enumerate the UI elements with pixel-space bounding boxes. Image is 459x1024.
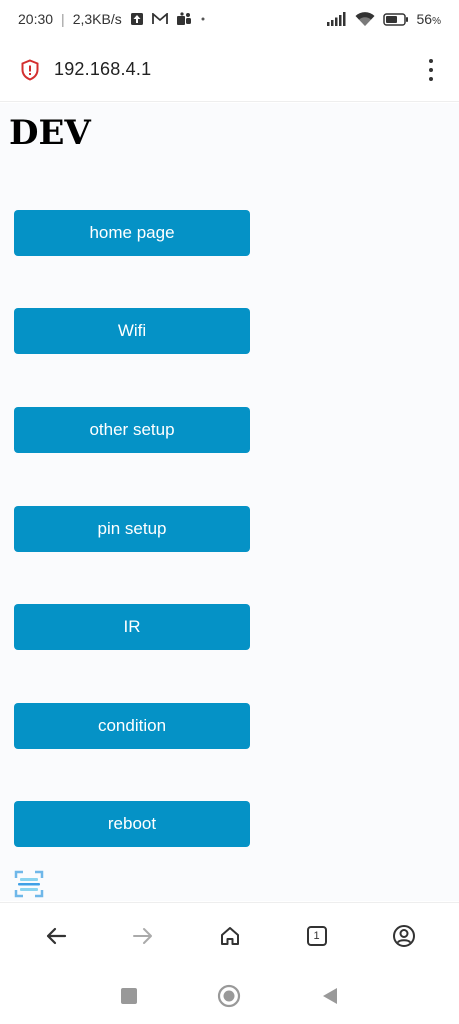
recent-apps-icon[interactable]: [120, 987, 138, 1005]
forward-button[interactable]: [121, 914, 165, 958]
scan-icon[interactable]: [14, 869, 44, 899]
home-page-button[interactable]: home page: [14, 210, 250, 256]
wifi-icon: [355, 11, 375, 27]
account-icon: [392, 924, 416, 948]
status-bar: 20:30 | 2,3KB/s 56%: [0, 0, 459, 38]
signal-icon: [326, 12, 347, 26]
home-icon: [219, 925, 241, 947]
status-right: 56%: [326, 11, 441, 27]
browser-toolbar: 1: [0, 902, 459, 968]
page-title: DEV: [9, 113, 91, 153]
tabs-button[interactable]: 1: [295, 914, 339, 958]
upload-icon: [130, 12, 144, 26]
ir-button[interactable]: IR: [14, 604, 250, 650]
battery-level: 56%: [416, 11, 441, 27]
wifi-button[interactable]: Wifi: [14, 308, 250, 354]
back-triangle-icon[interactable]: [321, 986, 339, 1006]
status-time: 20:30: [18, 11, 54, 27]
account-button[interactable]: [382, 914, 426, 958]
notification-dot-icon: [200, 16, 206, 22]
battery-icon: [382, 12, 409, 26]
arrow-left-icon: [45, 927, 67, 945]
other-setup-button[interactable]: other setup: [14, 407, 250, 453]
url-text[interactable]: 192.168.4.1: [54, 59, 152, 79]
condition-button[interactable]: condition: [14, 703, 250, 749]
tabs-icon: 1: [306, 925, 327, 946]
arrow-right-icon: [132, 927, 154, 945]
url-bar: 192.168.4.1: [0, 38, 459, 102]
status-separator: |: [61, 11, 65, 27]
shield-warning-icon[interactable]: [20, 58, 40, 81]
teams-icon: [176, 12, 192, 26]
kebab-dot: [429, 67, 433, 72]
mail-icon: [151, 13, 168, 25]
home-circle-icon[interactable]: [217, 984, 241, 1008]
pin-setup-button[interactable]: pin setup: [14, 506, 250, 552]
back-button[interactable]: [34, 914, 78, 958]
status-left: 20:30 | 2,3KB/s: [18, 11, 206, 27]
status-speed: 2,3KB/s: [72, 11, 122, 27]
kebab-menu-icon[interactable]: [421, 57, 441, 83]
system-nav-bar: [0, 968, 459, 1024]
page-content: DEV home page Wifi other setup pin setup…: [0, 103, 459, 901]
kebab-dot: [429, 76, 433, 81]
reboot-button[interactable]: reboot: [14, 801, 250, 847]
kebab-dot: [429, 58, 433, 63]
home-button[interactable]: [208, 914, 252, 958]
